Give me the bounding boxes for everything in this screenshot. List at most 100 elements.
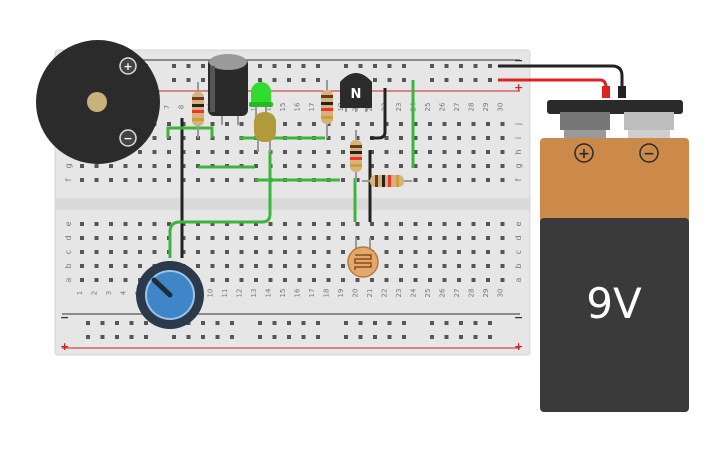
breadboard-hole[interactable]	[326, 222, 331, 226]
rail-hole[interactable]	[402, 335, 406, 339]
rail-hole[interactable]	[172, 64, 176, 68]
breadboard-hole[interactable]	[486, 250, 490, 254]
breadboard-hole[interactable]	[268, 264, 273, 268]
breadboard-hole[interactable]	[239, 222, 244, 226]
breadboard-hole[interactable]	[355, 278, 360, 282]
breadboard-hole[interactable]	[123, 236, 128, 240]
rail-hole[interactable]	[115, 335, 119, 339]
breadboard-hole[interactable]	[442, 122, 447, 126]
rail-hole[interactable]	[402, 321, 406, 325]
breadboard-hole[interactable]	[80, 236, 84, 240]
breadboard-hole[interactable]	[283, 264, 287, 268]
breadboard-hole[interactable]	[471, 150, 476, 154]
breadboard-hole[interactable]	[283, 222, 287, 226]
rail-hole[interactable]	[444, 321, 449, 325]
breadboard-hole[interactable]	[94, 178, 99, 182]
rail-hole[interactable]	[201, 64, 205, 68]
potentiometer[interactable]	[136, 261, 204, 329]
rail-hole[interactable]	[373, 78, 377, 82]
breadboard-hole[interactable]	[457, 178, 461, 182]
breadboard-hole[interactable]	[486, 236, 490, 240]
breadboard-hole[interactable]	[167, 164, 171, 168]
breadboard-hole[interactable]	[210, 150, 215, 154]
breadboard-hole[interactable]	[457, 278, 461, 282]
rail-hole[interactable]	[186, 64, 191, 68]
breadboard-hole[interactable]	[428, 222, 432, 226]
breadboard-hole[interactable]	[326, 136, 331, 140]
breadboard-hole[interactable]	[254, 236, 258, 240]
breadboard-hole[interactable]	[370, 122, 374, 126]
breadboard-hole[interactable]	[486, 150, 490, 154]
breadboard-hole[interactable]	[399, 136, 403, 140]
rail-hole[interactable]	[387, 335, 392, 339]
rail-hole[interactable]	[287, 78, 291, 82]
breadboard-hole[interactable]	[384, 250, 389, 254]
breadboard-hole[interactable]	[80, 178, 84, 182]
rail-hole[interactable]	[316, 78, 320, 82]
breadboard-hole[interactable]	[341, 150, 345, 154]
breadboard-hole[interactable]	[152, 136, 157, 140]
wire-black-transistor[interactable]	[370, 88, 387, 140]
breadboard-hole[interactable]	[268, 250, 273, 254]
breadboard-hole[interactable]	[384, 222, 389, 226]
breadboard-hole[interactable]	[457, 164, 461, 168]
breadboard-hole[interactable]	[355, 178, 360, 182]
rail-hole[interactable]	[473, 335, 478, 339]
breadboard-hole[interactable]	[384, 264, 389, 268]
breadboard-hole[interactable]	[138, 264, 142, 268]
breadboard-hole[interactable]	[355, 136, 360, 140]
rail-hole[interactable]	[272, 321, 277, 325]
breadboard-hole[interactable]	[486, 164, 490, 168]
breadboard-hole[interactable]	[341, 250, 345, 254]
breadboard-hole[interactable]	[471, 136, 476, 140]
breadboard-hole[interactable]	[428, 278, 432, 282]
breadboard-hole[interactable]	[399, 264, 403, 268]
rail-hole[interactable]	[473, 321, 478, 325]
breadboard-hole[interactable]	[196, 222, 200, 226]
breadboard-hole[interactable]	[297, 150, 302, 154]
rail-hole[interactable]	[301, 78, 306, 82]
breadboard-hole[interactable]	[196, 178, 200, 182]
ceramic-capacitor[interactable]	[254, 112, 276, 152]
rail-hole[interactable]	[129, 335, 134, 339]
breadboard-hole[interactable]	[413, 122, 418, 126]
breadboard-hole[interactable]	[413, 278, 418, 282]
breadboard-hole[interactable]	[399, 150, 403, 154]
breadboard-hole[interactable]	[138, 236, 142, 240]
breadboard-hole[interactable]	[413, 222, 418, 226]
breadboard-hole[interactable]	[225, 278, 229, 282]
breadboard-hole[interactable]	[210, 264, 215, 268]
rail-hole[interactable]	[358, 321, 363, 325]
breadboard-hole[interactable]	[442, 264, 447, 268]
rail-hole[interactable]	[201, 321, 205, 325]
breadboard-hole[interactable]	[486, 178, 490, 182]
breadboard-hole[interactable]	[399, 164, 403, 168]
breadboard-hole[interactable]	[254, 164, 258, 168]
breadboard-hole[interactable]	[312, 278, 316, 282]
rail-hole[interactable]	[488, 335, 492, 339]
breadboard-hole[interactable]	[152, 250, 157, 254]
breadboard-hole[interactable]	[326, 150, 331, 154]
rail-hole[interactable]	[430, 321, 434, 325]
breadboard-hole[interactable]	[297, 250, 302, 254]
breadboard-hole[interactable]	[370, 222, 374, 226]
rail-hole[interactable]	[373, 335, 377, 339]
breadboard-hole[interactable]	[80, 250, 84, 254]
breadboard-hole[interactable]	[442, 222, 447, 226]
rail-hole[interactable]	[172, 78, 176, 82]
breadboard-hole[interactable]	[94, 278, 99, 282]
breadboard-hole[interactable]	[94, 222, 99, 226]
rail-hole[interactable]	[430, 64, 434, 68]
breadboard-hole[interactable]	[239, 236, 244, 240]
piezo-buzzer[interactable]: + −	[36, 40, 160, 164]
breadboard-hole[interactable]	[297, 122, 302, 126]
rail-hole[interactable]	[430, 335, 434, 339]
breadboard-hole[interactable]	[152, 178, 157, 182]
breadboard-hole[interactable]	[428, 250, 432, 254]
breadboard-hole[interactable]	[297, 236, 302, 240]
rail-hole[interactable]	[387, 64, 392, 68]
npn-transistor[interactable]: N	[340, 73, 372, 112]
breadboard-hole[interactable]	[109, 178, 113, 182]
breadboard-hole[interactable]	[210, 236, 215, 240]
